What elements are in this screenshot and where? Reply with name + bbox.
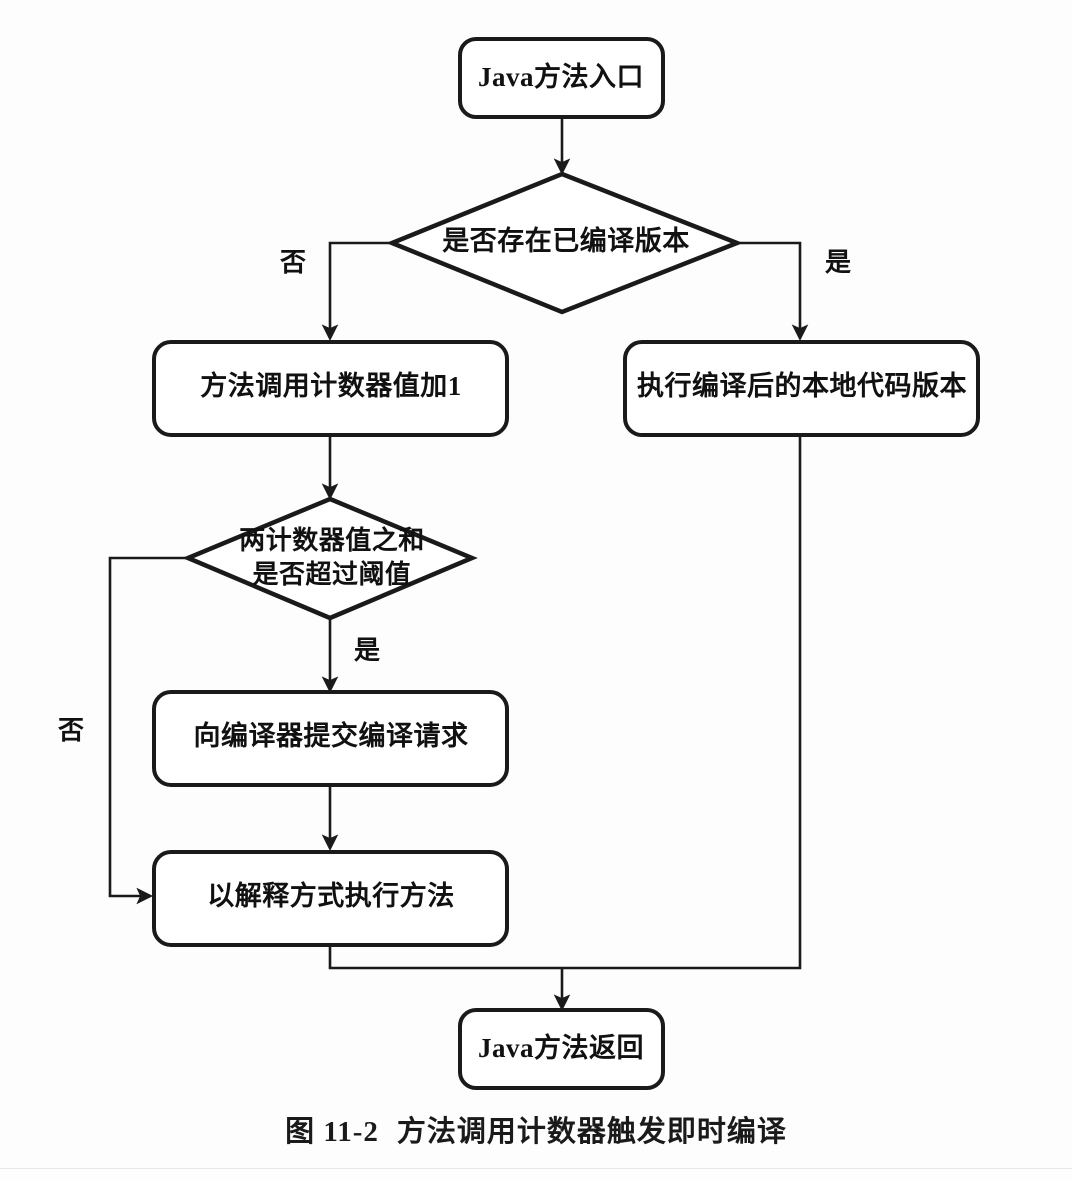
edge-label-no-top: 否 <box>280 248 306 277</box>
figure-caption-number: 图 11-2 <box>285 1116 379 1148</box>
node-counter-inc[interactable]: 方法调用计数器值加1 <box>152 340 509 437</box>
node-interpret-label: 以解释方式执行方法 <box>207 880 455 911</box>
node-submit-compile-shape <box>152 690 509 787</box>
node-start[interactable]: Java方法入口 <box>458 37 665 119</box>
node-has-compiled-shape <box>386 171 744 315</box>
node-start-label: Java方法入口 <box>478 61 644 92</box>
node-return-label: Java方法返回 <box>478 1032 644 1063</box>
edge-threshold-no <box>108 556 188 905</box>
figure-caption: 图 11-2 方法调用计数器触发即时编译 <box>0 1108 1072 1150</box>
node-run-native[interactable]: 执行编译后的本地代码版本 <box>623 340 980 437</box>
node-over-threshold-shape <box>182 496 478 621</box>
node-run-native-label: 执行编译后的本地代码版本 <box>637 370 967 401</box>
node-interpret-shape <box>152 850 509 947</box>
node-has-compiled-label: 是否存在已编译版本 <box>442 225 690 256</box>
node-counter-inc-shape <box>152 340 509 437</box>
node-return-shape <box>458 1008 665 1090</box>
node-submit-compile[interactable]: 向编译器提交编译请求 <box>152 690 509 787</box>
node-over-threshold[interactable]: 两计数器值之和 是否超过阈值 <box>182 496 478 621</box>
edge-has-compiled-no <box>321 241 392 342</box>
edge-has-compiled-yes <box>737 241 809 342</box>
node-run-native-shape <box>623 340 980 437</box>
node-start-shape <box>458 37 665 119</box>
node-submit-compile-label: 向编译器提交编译请求 <box>194 720 469 751</box>
edge-label-yes-threshold: 是 <box>354 636 380 665</box>
page-bottom-divider <box>0 1168 1072 1169</box>
node-over-threshold-label-line2: 是否超过阈值 <box>252 560 411 589</box>
node-over-threshold-label-line1: 两计数器值之和 <box>239 525 425 555</box>
figure-caption-text: 方法调用计数器触发即时编译 <box>396 1116 787 1148</box>
edge-label-no-threshold: 否 <box>58 716 84 745</box>
edge-interpret-to-junction <box>328 945 562 970</box>
node-counter-inc-label: 方法调用计数器值加1 <box>200 370 462 401</box>
node-has-compiled[interactable]: 是否存在已编译版本 <box>386 171 744 315</box>
node-interpret[interactable]: 以解释方式执行方法 <box>152 850 509 947</box>
node-return[interactable]: Java方法返回 <box>458 1008 665 1090</box>
edge-run-native-to-junction <box>562 435 802 970</box>
edge-label-yes-top: 是 <box>825 248 851 277</box>
